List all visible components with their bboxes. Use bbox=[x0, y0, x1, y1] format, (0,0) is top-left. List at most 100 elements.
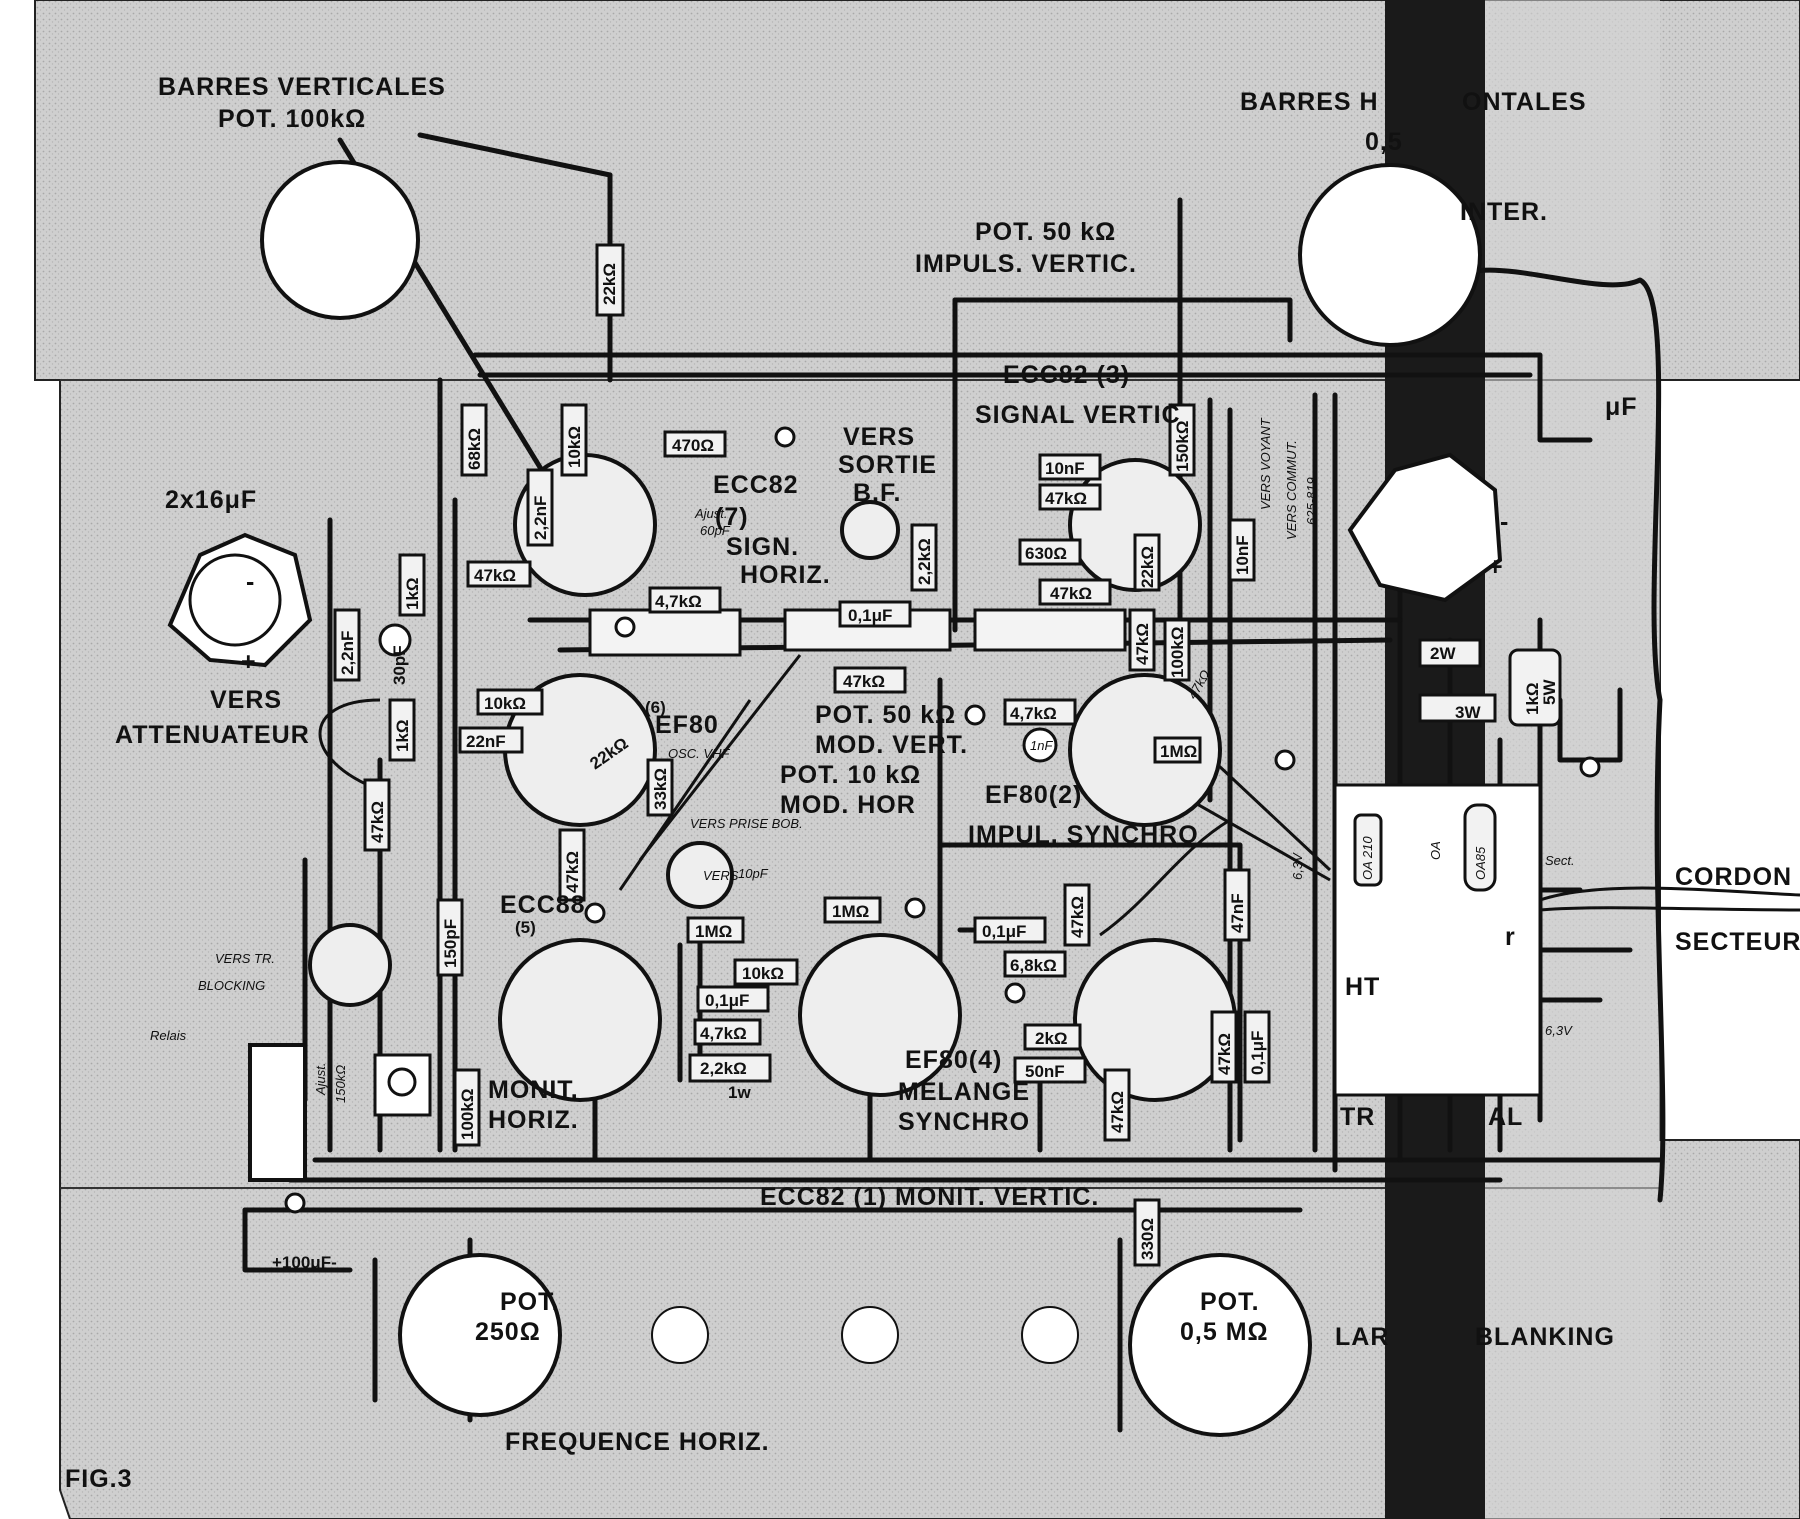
svg-text:100kΩ: 100kΩ bbox=[1168, 627, 1187, 678]
diode-oa210: OA 210 bbox=[1353, 813, 1383, 887]
label-6-3v: 6,3V bbox=[1545, 1023, 1573, 1038]
label-ecc88-5-num: (5) bbox=[515, 918, 536, 937]
svg-text:10kΩ: 10kΩ bbox=[484, 694, 526, 713]
label-pot-05m-1: POT. bbox=[1200, 1288, 1260, 1316]
label-secteur: SECTEUR bbox=[1675, 928, 1800, 956]
label-vers: VERS bbox=[703, 868, 739, 883]
ajust-150k-box bbox=[373, 1053, 432, 1117]
svg-text:47kΩ: 47kΩ bbox=[1133, 623, 1152, 665]
label-osc-vhf: OSC. VHF bbox=[668, 746, 730, 761]
socket-ef80-4 bbox=[798, 933, 962, 1097]
capacitor-1nf: 1nF bbox=[1022, 727, 1058, 763]
label-pot-0-5: 0,5 bbox=[1365, 128, 1403, 156]
resistor-1m-c: 1MΩ bbox=[823, 896, 882, 924]
capacitor-47nf: 47nF bbox=[1223, 868, 1251, 942]
resistor-47k-a: 47kΩ bbox=[466, 560, 532, 588]
resistor-3w: 3W bbox=[1418, 693, 1497, 723]
capacitor-0-1uf-a: 0,1μF bbox=[838, 600, 912, 628]
resistor-10k-b: 10kΩ bbox=[476, 688, 544, 716]
resistor-47k-k: 47kΩ bbox=[1210, 1010, 1238, 1084]
label-barres-horizontales: BARRES H bbox=[1240, 88, 1379, 116]
svg-text:150kΩ: 150kΩ bbox=[1173, 421, 1192, 472]
svg-text:-: - bbox=[1500, 508, 1509, 536]
svg-text:630Ω: 630Ω bbox=[1025, 544, 1067, 563]
socket-vers-prise bbox=[666, 841, 734, 909]
label-signal-vertic: SIGNAL VERTIC bbox=[975, 401, 1181, 429]
label-vers-attenuateur-1: VERS bbox=[210, 686, 282, 714]
label-pot-250-1: POT. bbox=[500, 1288, 560, 1316]
label-barres-verticales: BARRES VERTICALES bbox=[158, 73, 446, 101]
svg-text:1MΩ: 1MΩ bbox=[1160, 742, 1197, 761]
resistor-4-7k-b: 4,7kΩ bbox=[1003, 698, 1077, 726]
label-ht: HT bbox=[1345, 973, 1380, 1001]
capacitor-10nf-b: 10nF bbox=[1228, 518, 1256, 582]
label-al: AL bbox=[1488, 1103, 1523, 1131]
resistor-1m-b: 1MΩ bbox=[686, 916, 745, 944]
resistor-6-8k: 6,8kΩ bbox=[1003, 950, 1067, 978]
label-vers-prise-bob: VERS PRISE BOB. bbox=[690, 816, 803, 831]
label-ajust-60pf-1: Ajust. bbox=[694, 506, 728, 521]
resistor-22k-b: 22kΩ bbox=[1133, 533, 1161, 592]
resistor-47k-e: 47kΩ bbox=[363, 778, 391, 852]
svg-text:47kΩ: 47kΩ bbox=[1068, 896, 1087, 938]
label-monit: MONIT. bbox=[488, 1076, 579, 1104]
svg-text:330Ω: 330Ω bbox=[1138, 1218, 1157, 1260]
svg-text:47kΩ: 47kΩ bbox=[1045, 489, 1087, 508]
label-ecc82-1: ECC82 (1) MONIT. VERTIC. bbox=[760, 1183, 1099, 1211]
socket-ef80-2 bbox=[1068, 673, 1222, 827]
label-inter: INTER. bbox=[1460, 198, 1548, 226]
svg-text:2,2nF: 2,2nF bbox=[531, 496, 550, 540]
svg-text:6,8kΩ: 6,8kΩ bbox=[1010, 956, 1057, 975]
label-ef80-2: EF80(2) bbox=[985, 781, 1082, 809]
svg-text:10kΩ: 10kΩ bbox=[565, 426, 584, 468]
svg-text:0,1μF: 0,1μF bbox=[1248, 1031, 1267, 1075]
capacitor-0-1uf-d: 0,1μF bbox=[1243, 1010, 1271, 1084]
terminals bbox=[284, 426, 1601, 1214]
label-ecc82-3: ECC82 (3) bbox=[1003, 361, 1130, 389]
label-cap-right: μF bbox=[1605, 393, 1638, 421]
label-impul-synchro: IMPUL. SYNCHRO bbox=[968, 821, 1199, 849]
tag-strip-right bbox=[973, 608, 1127, 652]
capacitor-30pf: 30pF bbox=[378, 623, 412, 685]
label-cordon: CORDON bbox=[1675, 863, 1792, 891]
resistor-47k-i: 47kΩ bbox=[1063, 883, 1091, 947]
svg-text:2,2nF: 2,2nF bbox=[338, 631, 357, 675]
svg-text:47kΩ: 47kΩ bbox=[1108, 1091, 1127, 1133]
resistor-2-2k-a: 2,2kΩ bbox=[910, 523, 938, 592]
label-pot-10k: POT. 10 kΩ bbox=[780, 761, 921, 789]
svg-text:68kΩ: 68kΩ bbox=[465, 428, 484, 470]
resistor-330: 330Ω bbox=[1133, 1198, 1161, 1267]
svg-text:2W: 2W bbox=[1430, 644, 1456, 663]
resistor-47k-g: 47kΩ bbox=[1128, 608, 1156, 672]
tag-strip-left bbox=[588, 608, 742, 657]
labels: BARRES VERTICALES POT. 100kΩ BARRES H ON… bbox=[65, 73, 1800, 1493]
svg-text:1MΩ: 1MΩ bbox=[832, 902, 869, 921]
pot-0-5-mohm bbox=[1128, 1253, 1312, 1437]
label-relais: Relais bbox=[150, 1028, 187, 1043]
svg-text:2,2kΩ: 2,2kΩ bbox=[700, 1059, 747, 1078]
capacitor-22nf: 22nF bbox=[458, 726, 524, 754]
svg-text:4,7kΩ: 4,7kΩ bbox=[655, 592, 702, 611]
svg-text:10nF: 10nF bbox=[1233, 535, 1252, 575]
label-pot-50k-impuls: POT. 50 kΩ bbox=[975, 218, 1116, 246]
resistor-2w: 2W bbox=[1418, 638, 1482, 668]
label-100uf: +100μF- bbox=[272, 1253, 337, 1272]
label-vers-commut-1: VERS COMMUT. bbox=[1284, 440, 1299, 540]
resistor-47k-b: 47kΩ bbox=[1038, 483, 1102, 511]
svg-text:0,1μF: 0,1μF bbox=[705, 991, 749, 1010]
svg-text:100kΩ: 100kΩ bbox=[458, 1089, 477, 1140]
hole-3 bbox=[1021, 1306, 1079, 1364]
label-mod-vert: MOD. VERT. bbox=[815, 731, 968, 759]
resistor-470: 470Ω bbox=[663, 430, 727, 458]
label-ajust-60pf-2: 60pF bbox=[700, 523, 731, 538]
label-melange: MELANGE bbox=[898, 1078, 1030, 1106]
label-horiz: HORIZ. bbox=[740, 561, 831, 589]
svg-text:47kΩ: 47kΩ bbox=[474, 566, 516, 585]
resistor-4-7k-a: 4,7kΩ bbox=[648, 586, 722, 614]
resistor-630: 630Ω bbox=[1018, 538, 1082, 566]
svg-text:4,7kΩ: 4,7kΩ bbox=[1010, 704, 1057, 723]
svg-text:+: + bbox=[1488, 553, 1504, 581]
resistor-1k-5w: 1kΩ 5W bbox=[1508, 648, 1562, 727]
resistor-4-7k-c: 4,7kΩ bbox=[693, 1018, 762, 1046]
svg-text:1kΩ: 1kΩ bbox=[393, 719, 412, 752]
